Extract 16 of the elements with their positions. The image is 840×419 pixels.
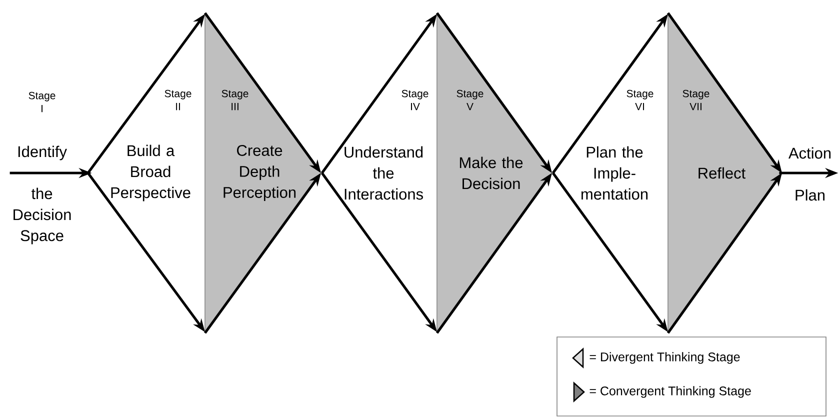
stage-label: Stage VI [626, 90, 654, 110]
flow-text: Identify [18, 146, 67, 160]
node-label: Understand the Interactions [344, 146, 423, 200]
stage-label: Stage IV [402, 90, 428, 110]
legend-text: = Convergent Thinking Stage [590, 386, 751, 398]
stage-label: Stage III [222, 90, 248, 110]
stage-label: Stage VII [682, 90, 710, 110]
flow-text: Action [788, 147, 831, 159]
flow-text: Plan [796, 189, 824, 201]
node-label: Build a Broad Perspective [111, 144, 190, 202]
legend-text: = Divergent Thinking Stage [590, 352, 740, 364]
stage-label: Stage I [28, 92, 56, 112]
stage-label: Stage V [456, 90, 484, 110]
flow-text: the Decision Space [14, 188, 71, 244]
node-label: Plan the Imple- mentation [582, 146, 648, 200]
stage-label: Stage II [164, 90, 192, 110]
